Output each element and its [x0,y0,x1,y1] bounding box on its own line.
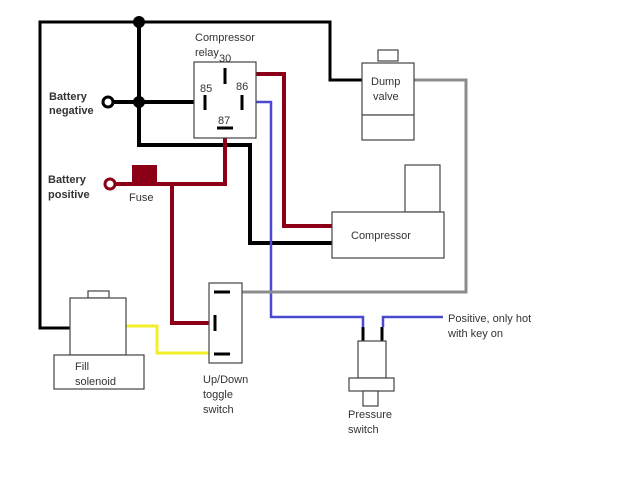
signal-wire-ignition-feed [381,315,443,327]
compressor-head [404,164,441,213]
battery-negative-label-line2: negative [49,105,94,117]
ground-wire-top-loop [38,20,364,330]
pressure-switch-port [362,390,379,407]
relay-pin-30-label: 30 [219,53,231,65]
dump-wire-valve-to-toggle [232,78,468,294]
pressure-switch-flange [348,377,395,392]
fill-solenoid-label-line2: solenoid [75,376,116,388]
relay-label-line2: relay [195,47,219,59]
battery-positive-label-line1: Battery [48,174,87,186]
ground-wires [38,20,364,330]
dump-valve-label-line2: valve [373,91,399,103]
fill-solenoid: Fill solenoid [53,290,145,390]
toggle-label-line3: switch [203,404,234,416]
fill-solenoid-base [53,354,145,390]
pressure-switch-label-line1: Pressure [348,409,392,421]
fill-solenoid-body [69,297,127,356]
ignition-feed-label-line1: Positive, only hot [448,313,531,325]
relay-pin-87-label: 87 [218,115,230,127]
fill-solenoid-cap [87,290,110,299]
pressure-switch: Pressure switch [348,327,395,436]
dump-valve-label-line1: Dump [371,76,400,88]
pressure-switch-body [357,340,387,379]
toggle-label-line2: toggle [203,389,233,401]
relay-pin-85-label: 85 [200,83,212,95]
fill-solenoid-label-line1: Fill [75,361,89,373]
dump-valve-body [361,62,415,116]
positive-wire-to-toggle [170,184,212,325]
pressure-switch-label-line2: switch [348,424,379,436]
compressor-body [331,211,445,259]
toggle-label-line1: Up/Down [203,374,248,386]
compressor: Compressor [331,164,445,259]
compressor-label: Compressor [351,230,411,242]
signal-wires [246,100,443,327]
compressor-relay: Compressor relay 30 85 86 87 [193,32,257,139]
junction-dot-negative [133,96,145,108]
battery-negative-label-line1: Battery [49,91,88,103]
solenoid-wire-toggle-to-fill [120,324,212,355]
battery-positive-label-line2: positive [48,189,90,201]
dump-valve: Dump valve [361,49,415,141]
battery-positive-terminal-icon [103,177,117,191]
dump-wires [232,78,468,294]
ignition-feed-label-line2: with key on [447,328,503,340]
relay-pin-86-label: 86 [236,81,248,93]
relay-label-line1: Compressor [195,32,255,44]
battery-negative-terminal-icon [101,95,115,109]
fuse-icon [132,165,157,184]
dump-valve-base [361,114,415,141]
positive-wire-battery-to-relay-87 [112,134,227,186]
up-down-toggle-switch: Up/Down toggle switch [203,282,248,416]
junction-dot-top [133,16,145,28]
signal-wire-relay-86-to-pressure-switch [246,100,365,327]
dump-valve-cap [377,49,399,62]
ground-wire-to-compressor [137,143,334,245]
fuse-label: Fuse [129,192,153,204]
